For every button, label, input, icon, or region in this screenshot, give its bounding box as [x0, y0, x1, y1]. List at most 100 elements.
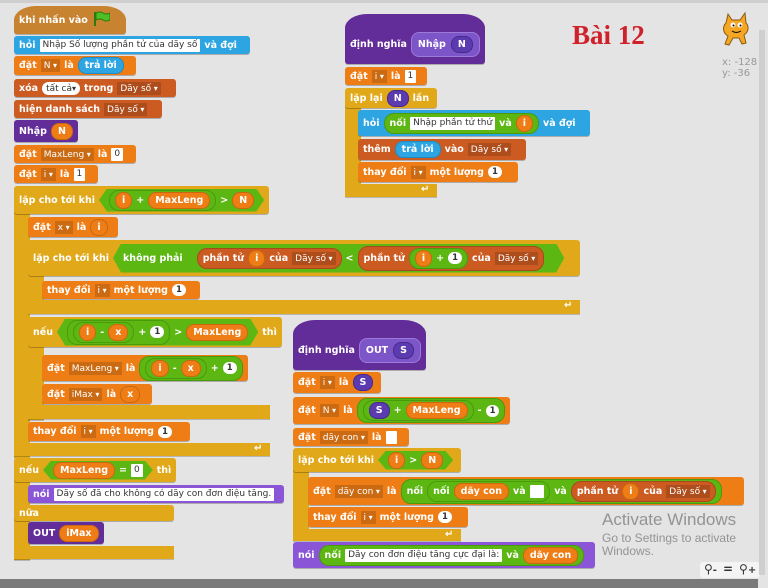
- variable-dropdown[interactable]: iMax: [68, 387, 103, 401]
- variable-dropdown[interactable]: N: [319, 404, 340, 417]
- variable-dropdown[interactable]: Dãy số: [104, 102, 148, 116]
- zoom-out-icon[interactable]: ⚲-: [704, 562, 717, 576]
- block-set-x[interactable]: đặtxlài: [28, 217, 118, 237]
- block-when-flag[interactable]: khi nhấn vào: [14, 6, 126, 34]
- vertical-scrollbar[interactable]: [759, 30, 765, 575]
- operator-reporter[interactable]: i-x: [145, 357, 207, 379]
- variable-reporter[interactable]: i: [515, 114, 534, 132]
- variable-dropdown[interactable]: i: [319, 376, 335, 389]
- number-input[interactable]: 1: [437, 511, 452, 523]
- boolean-condition[interactable]: i-x+1>MaxLeng: [57, 319, 258, 346]
- variable-dropdown[interactable]: i: [94, 283, 110, 297]
- operator-reporter[interactable]: i-x+1: [139, 355, 243, 381]
- text-input[interactable]: 0: [111, 147, 124, 161]
- number-input[interactable]: 1: [487, 166, 502, 178]
- text-input[interactable]: Dãy số đã cho không có dãy con đơn điệu …: [53, 487, 275, 501]
- parameter-reporter[interactable]: N: [386, 89, 409, 107]
- text-input[interactable]: 0: [131, 464, 143, 477]
- text-input[interactable]: 1: [73, 167, 86, 181]
- parameter-reporter[interactable]: S: [393, 341, 415, 359]
- operator-reporter[interactable]: S+MaxLeng-1: [356, 398, 506, 423]
- variable-reporter[interactable]: i: [79, 324, 96, 341]
- boolean-condition[interactable]: MaxLeng=0: [43, 461, 153, 480]
- number-input[interactable]: 1: [485, 404, 500, 417]
- variable-reporter[interactable]: iMax: [59, 524, 99, 542]
- variable-dropdown[interactable]: Dãy số: [117, 81, 161, 95]
- operator-reporter[interactable]: i+MaxLeng: [109, 190, 216, 211]
- parameter-reporter[interactable]: S: [352, 374, 374, 391]
- variable-dropdown[interactable]: i: [360, 510, 376, 524]
- variable-reporter[interactable]: i: [248, 250, 265, 267]
- variable-reporter[interactable]: N: [421, 452, 443, 469]
- variable-dropdown[interactable]: Dãy số: [666, 484, 710, 498]
- block-else[interactable]: nữa: [14, 505, 174, 521]
- variable-dropdown[interactable]: Dãy số: [292, 252, 335, 265]
- variable-reporter[interactable]: MaxLeng: [148, 192, 210, 209]
- answer-reporter[interactable]: trả lời: [77, 57, 124, 74]
- zoom-in-icon[interactable]: ⚲+: [739, 562, 757, 576]
- block-set-imax[interactable]: đặtiMaxlàx: [42, 384, 152, 404]
- number-input[interactable]: 1: [222, 362, 237, 374]
- variable-reporter[interactable]: i: [415, 250, 432, 267]
- option-dropdown[interactable]: tất cả: [42, 81, 80, 95]
- block-set-n[interactable]: đặtNlàtrả lời: [14, 56, 136, 75]
- block-out-set-n[interactable]: đặtNlàS+MaxLeng-1: [293, 397, 511, 424]
- variable-dropdown[interactable]: dãy con: [334, 484, 383, 498]
- variable-reporter[interactable]: i: [115, 192, 132, 209]
- variable-dropdown[interactable]: MaxLeng: [40, 147, 94, 161]
- block-out-set-i[interactable]: đặtilàS: [293, 372, 381, 393]
- variable-reporter[interactable]: i: [90, 218, 108, 236]
- zoom-reset-icon[interactable]: =: [722, 562, 734, 576]
- variable-dropdown[interactable]: Dãy số: [467, 143, 512, 156]
- variable-reporter[interactable]: MaxLeng: [53, 462, 115, 479]
- text-input[interactable]: Nhập phần tử thứ: [410, 116, 496, 130]
- variable-reporter[interactable]: i: [388, 452, 405, 469]
- variable-reporter[interactable]: N: [232, 192, 254, 209]
- boolean-condition[interactable]: i>N: [378, 451, 453, 470]
- answer-reporter[interactable]: trả lời: [394, 141, 441, 158]
- variable-dropdown[interactable]: i: [410, 165, 426, 179]
- operator-reporter[interactable]: S+MaxLeng: [362, 400, 474, 421]
- parameter-reporter[interactable]: S: [368, 402, 390, 419]
- variable-reporter[interactable]: N: [50, 122, 73, 140]
- operator-reporter[interactable]: i+1: [409, 248, 468, 269]
- operator-reporter[interactable]: i-x+1: [67, 320, 170, 345]
- variable-reporter[interactable]: dãy con: [453, 482, 510, 500]
- text-input[interactable]: Dãy con đơn điệu tăng cực đại là:: [345, 548, 503, 562]
- variable-dropdown[interactable]: N: [40, 59, 61, 72]
- variable-reporter[interactable]: x: [120, 385, 141, 403]
- variable-reporter[interactable]: MaxLeng: [405, 402, 468, 419]
- variable-reporter[interactable]: x: [108, 324, 128, 341]
- variable-reporter[interactable]: x: [180, 359, 201, 377]
- boolean-condition[interactable]: i+MaxLeng>N: [99, 189, 264, 212]
- operator-reporter[interactable]: i-x: [73, 322, 134, 343]
- block-set-maxleng[interactable]: đặtMaxLenglà0: [14, 145, 136, 163]
- variable-reporter[interactable]: i: [151, 359, 169, 377]
- text-input[interactable]: [385, 430, 398, 444]
